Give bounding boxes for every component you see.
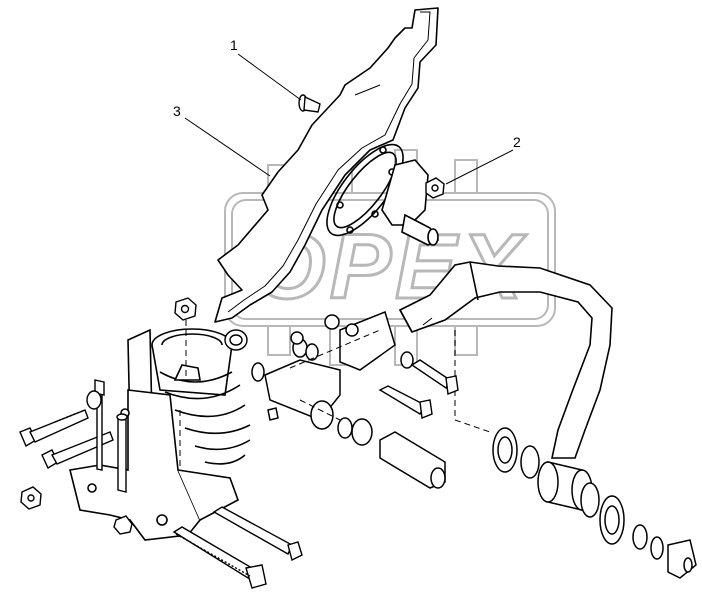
assembly-line-arm — [454, 330, 491, 433]
callout-3-label: 3 — [173, 103, 181, 119]
sleeve-pin — [337, 417, 446, 489]
callout-3: 3 — [173, 103, 271, 177]
hub-spindle — [381, 159, 440, 246]
coil-spring — [151, 328, 251, 465]
bolt — [298, 94, 321, 113]
hub-flange — [326, 143, 404, 237]
bearing-stack — [492, 427, 697, 579]
callout-2-label: 2 — [513, 134, 521, 150]
top-nut — [174, 297, 197, 321]
arm-tube — [398, 261, 613, 459]
callout-1-label: 1 — [230, 37, 238, 53]
left-bolts — [19, 379, 133, 535]
disc-blade — [214, 7, 439, 323]
pivot-shaft — [251, 310, 414, 430]
assembly-line-shaft — [289, 329, 381, 421]
bottom-bolts — [172, 506, 303, 589]
callout-1: 1 — [230, 37, 302, 101]
nut — [425, 177, 445, 199]
assembly-line-bracket — [179, 320, 187, 470]
spring-bushing — [224, 329, 248, 351]
center-bolts — [378, 359, 459, 419]
callout-2: 2 — [445, 134, 521, 185]
